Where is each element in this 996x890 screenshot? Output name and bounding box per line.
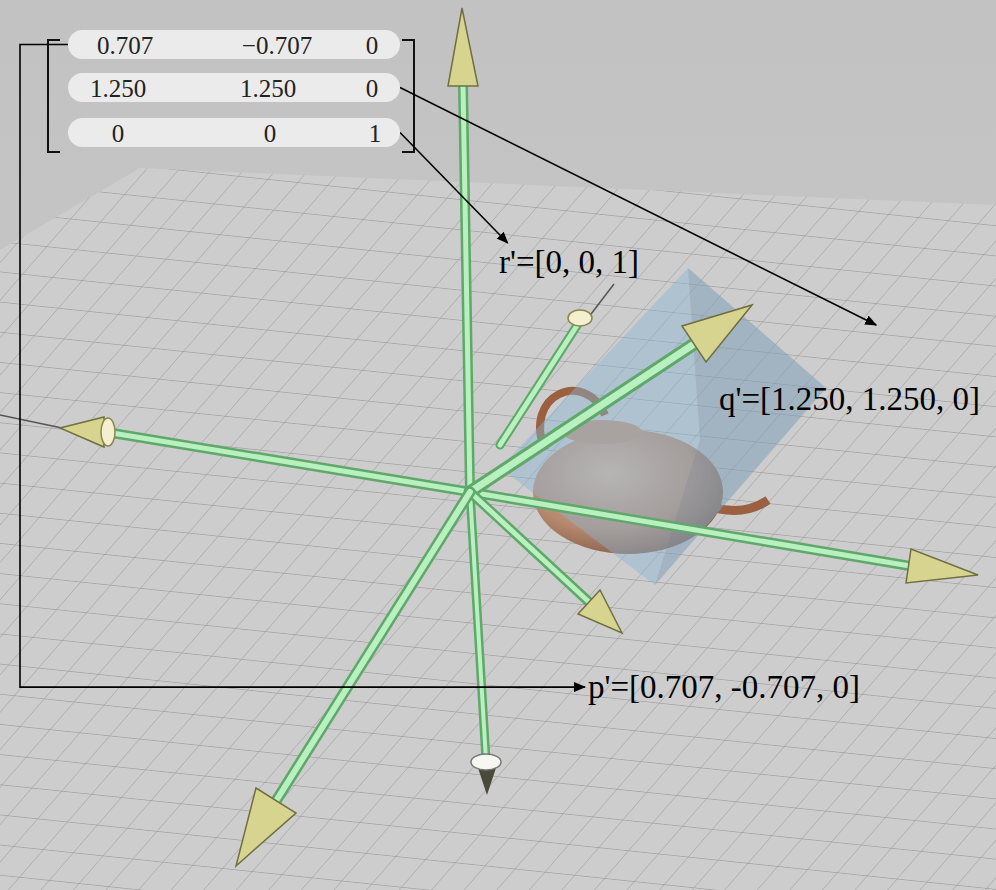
- matrix-entry: −0.707: [242, 32, 312, 57]
- matrix-row: 0.707 −0.707 0: [68, 30, 400, 59]
- matrix-entry: 0: [366, 75, 379, 100]
- matrix-entry: 1: [369, 120, 382, 145]
- floor-grid: [0, 168, 996, 890]
- axis-extension: [588, 284, 614, 318]
- vector-text: p'=[0.707, -0.707, 0]: [588, 669, 860, 705]
- matrix-entry: 1.250: [90, 75, 146, 100]
- matrix-entry: 0.707: [97, 32, 153, 57]
- matrix-row: 0 0 1: [68, 118, 400, 147]
- matrix-entry: 1.250: [240, 75, 296, 100]
- matrix-entry: 0: [264, 120, 277, 145]
- matrix-entry: 0: [366, 32, 379, 57]
- leader-arrow: [400, 88, 876, 326]
- axis-extension: [0, 415, 62, 428]
- vector-label: p'=[0.707, -0.707, 0]: [585, 668, 863, 706]
- leader-arrow: [20, 45, 585, 688]
- vector-text: r'=[0, 0, 1]: [499, 244, 639, 280]
- leader-arrow: [400, 133, 508, 244]
- vector-label: r'=[0, 0, 1]: [496, 243, 642, 281]
- vector-text: q'=[1.250, 1.250, 0]: [719, 381, 980, 417]
- vector-label: q'=[1.250, 1.250, 0]: [716, 325, 983, 418]
- matrix-entry: 0: [112, 120, 125, 145]
- coordinate-axes: [60, 8, 978, 866]
- transformed-square: [500, 268, 826, 585]
- matrix-row: 1.250 1.250 0: [68, 73, 400, 102]
- floor: [0, 168, 996, 890]
